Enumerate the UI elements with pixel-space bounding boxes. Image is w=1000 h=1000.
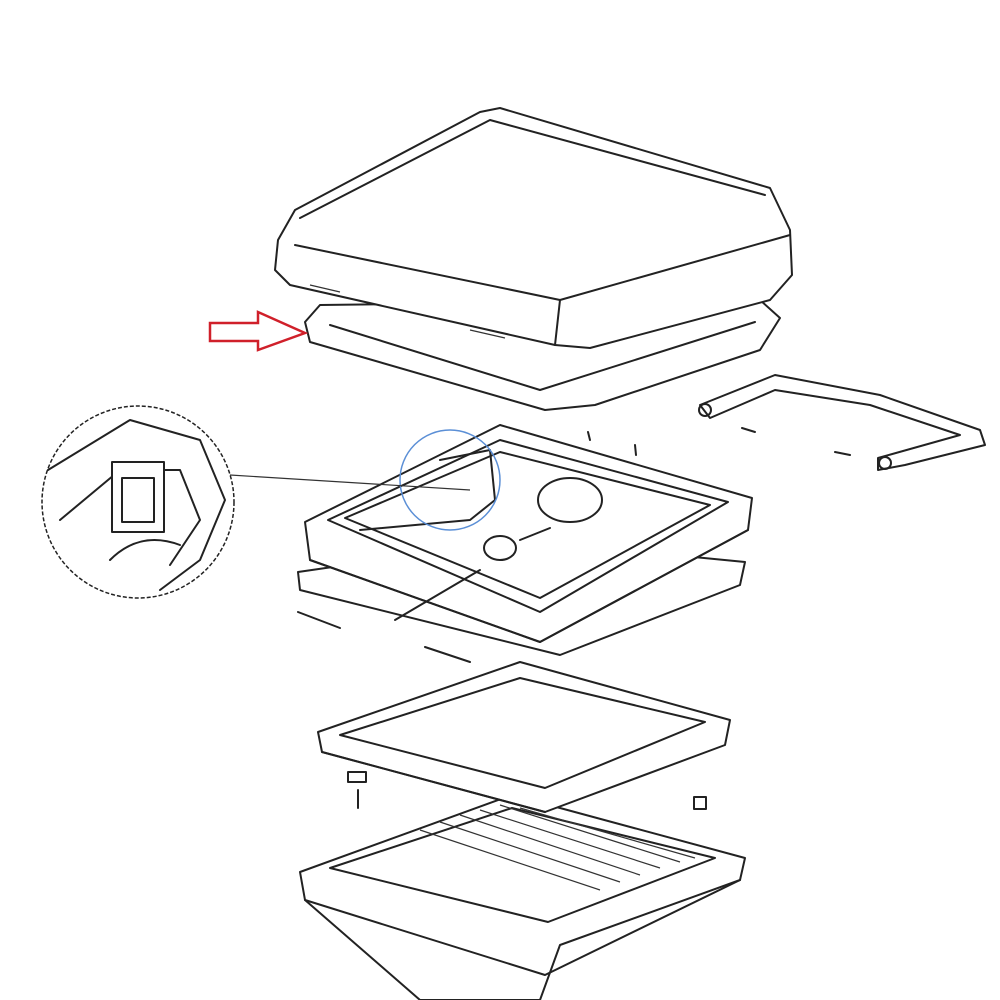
- opener-arm: [698, 374, 986, 471]
- small-clip-part: [693, 796, 707, 810]
- highlight-circle: [399, 429, 501, 531]
- fan-motor-part: [483, 535, 517, 561]
- bottom-frame: [299, 794, 746, 1000]
- lower-frame: [317, 661, 731, 813]
- vent-lid: [274, 107, 793, 349]
- callout-line: [229, 474, 471, 491]
- clip-part: [347, 771, 367, 783]
- red-arrow-indicator: [208, 310, 309, 352]
- knob-part: [537, 477, 603, 523]
- main-frame: [297, 424, 851, 663]
- detail-magnifier: [41, 405, 235, 599]
